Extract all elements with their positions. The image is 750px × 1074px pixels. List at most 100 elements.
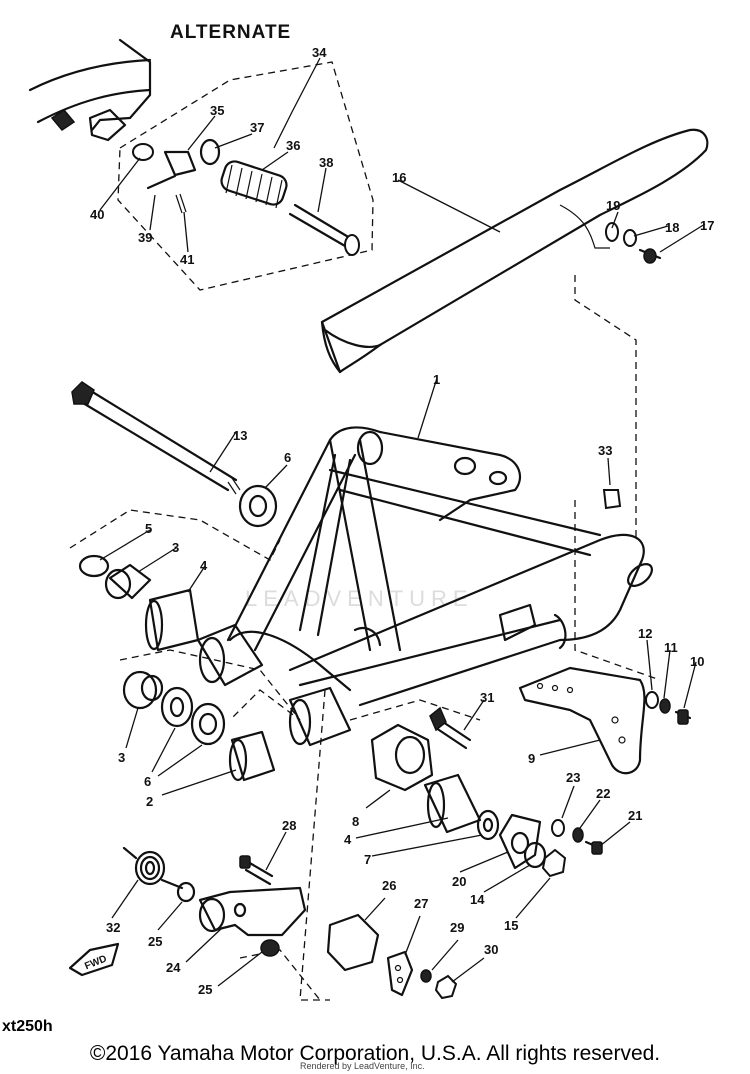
callout-25-lower: 25 (198, 982, 212, 997)
guide-line-bracket (574, 500, 661, 681)
alternate-boundary (117, 61, 374, 291)
leader-39 (149, 194, 156, 231)
callout-11: 11 (664, 640, 678, 655)
callout-27: 27 (414, 896, 428, 911)
callout-35: 35 (210, 103, 224, 118)
part-17-head (643, 248, 657, 264)
leader-36 (261, 151, 289, 171)
part-26-rubber-block (326, 897, 386, 972)
guide-line-left-lower (119, 649, 301, 721)
callout-20: 20 (452, 874, 466, 889)
swingarm-pivot-tube (196, 623, 264, 687)
leader-37 (214, 133, 253, 149)
callout-26: 26 (382, 878, 396, 893)
part-41-cotter (175, 193, 187, 214)
callout-14: 14 (470, 892, 485, 907)
callout-9: 9 (528, 751, 535, 766)
part-38-pin-head (344, 234, 360, 256)
callout-22: 22 (596, 786, 610, 801)
callout-29: 29 (450, 920, 464, 935)
parts-17-19-fasteners (605, 211, 706, 264)
callout-4-upper: 4 (200, 558, 208, 573)
part-36-spring (220, 160, 288, 209)
part-15-nut (515, 848, 567, 919)
callout-17: 17 (700, 218, 714, 233)
callout-6-lower: 6 (144, 774, 151, 789)
callout-33: 33 (598, 443, 612, 458)
part-9-bracket (518, 666, 646, 775)
callout-5: 5 (145, 521, 152, 536)
part-6-oil-seal-upper (238, 464, 288, 528)
leader-38 (317, 167, 327, 213)
callout-1: 1 (433, 372, 440, 387)
part-10-head (677, 709, 689, 725)
callout-24: 24 (166, 960, 181, 975)
callout-37: 37 (250, 120, 264, 135)
callout-19: 19 (606, 198, 620, 213)
guide-line-left-upper (69, 509, 281, 561)
callout-6-upper: 6 (284, 450, 291, 465)
part-30-nut (434, 957, 485, 1000)
part-7-washer (371, 809, 500, 857)
callout-41: 41 (180, 252, 194, 267)
callout-36: 36 (286, 138, 300, 153)
callout-13: 13 (233, 428, 247, 443)
callout-2: 2 (146, 794, 153, 809)
callout-15: 15 (504, 918, 518, 933)
fwd-arrow: FWD (68, 942, 120, 977)
swingarm-right-tube (288, 686, 352, 747)
part-3-bushing-lower (122, 670, 164, 749)
parts-10-12-fasteners (645, 639, 697, 725)
part-38-pin (288, 203, 352, 248)
part-31-bolt (429, 699, 485, 750)
part-16-chain-guard (320, 128, 709, 374)
callout-8: 8 (352, 814, 359, 829)
model-code: xt250h (2, 1018, 53, 1035)
guide-line-vertical (299, 689, 330, 1001)
part-25-collar-lower (217, 939, 280, 987)
alternate-inset: ALTERNATE (28, 22, 374, 291)
guide-line-chain-guard (574, 275, 637, 540)
callout-32: 32 (106, 920, 120, 935)
part-2-collar (161, 730, 276, 796)
part-32-spring (111, 846, 184, 919)
part-19-washer (605, 222, 619, 242)
callout-7: 7 (364, 852, 371, 867)
callout-39: 39 (138, 230, 152, 245)
part-18-washer (623, 229, 637, 247)
alt-bolt-head (50, 109, 76, 131)
callout-34: 34 (312, 45, 327, 60)
guide-line-right-lower (349, 699, 481, 721)
callout-12: 12 (638, 626, 652, 641)
part-27-bracket (386, 915, 421, 997)
alt-mount (88, 108, 127, 142)
copyright-notice: ©2016 Yamaha Motor Corporation, U.S.A. A… (89, 1042, 661, 1065)
part-1-swingarm (226, 377, 653, 707)
part-20-plate (459, 813, 542, 873)
callout-40: 40 (90, 207, 104, 222)
callout-23: 23 (566, 770, 580, 785)
part-5-washer (78, 529, 151, 578)
part-33-cap (602, 457, 622, 510)
alt-frame-tube (28, 58, 152, 124)
part-6-oil-seals-lower (151, 686, 226, 777)
part-40-nut (132, 143, 154, 161)
part-12-washer (645, 691, 659, 709)
callout-28: 28 (282, 818, 296, 833)
callout-38: 38 (319, 155, 333, 170)
part-4-collar-upper (144, 565, 206, 652)
part-11-washer (659, 698, 671, 714)
part-24-bracket (185, 886, 307, 963)
part-23-washer (551, 819, 565, 837)
callout-18: 18 (665, 220, 679, 235)
part-25-collar-upper (157, 881, 196, 931)
part-14-washer (483, 841, 547, 893)
part-13-pivot-shaft (71, 381, 241, 495)
alt-frame-bracket (90, 38, 152, 132)
part-3-bushing-upper (104, 547, 177, 600)
leader-41 (183, 211, 189, 253)
part-35-bracket (163, 150, 197, 177)
callout-31: 31 (480, 690, 494, 705)
callout-4-lower: 4 (344, 832, 352, 847)
